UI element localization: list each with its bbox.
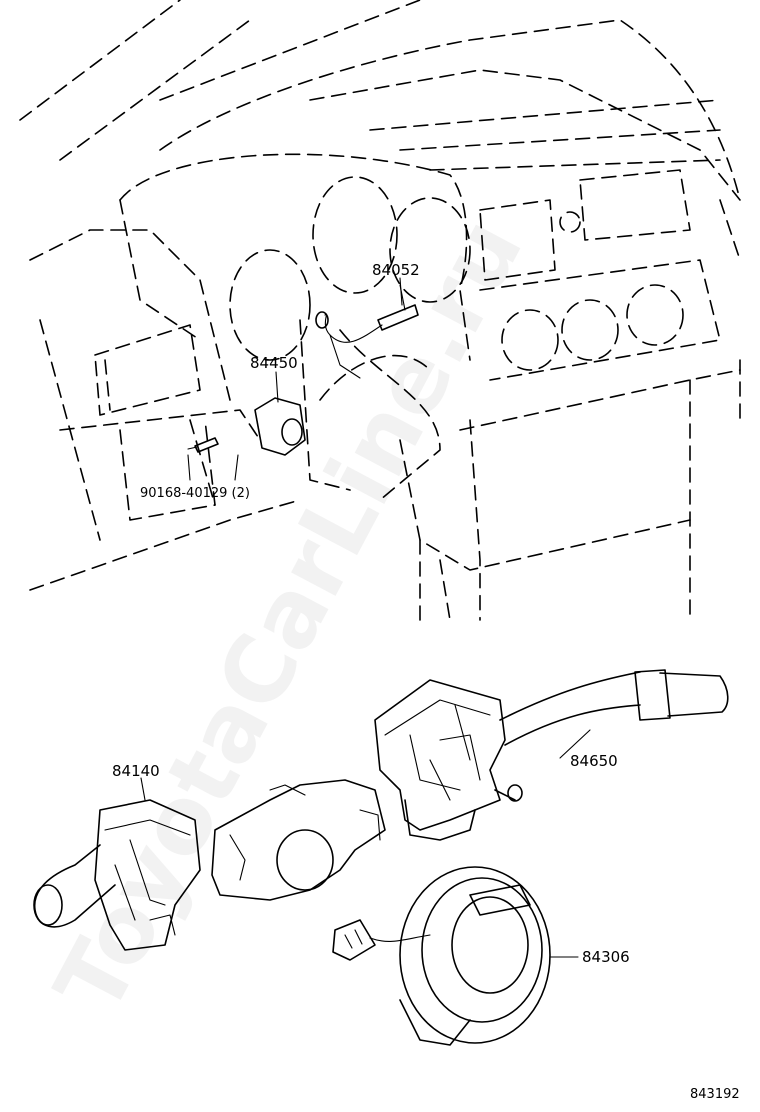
label-84306: 84306 — [582, 948, 630, 966]
label-84052: 84052 — [372, 261, 420, 279]
label-84650: 84650 — [570, 752, 618, 770]
part-90168-screw — [187, 437, 239, 481]
label-84450: 84450 — [250, 354, 298, 372]
leader-lines — [140, 277, 591, 958]
figure-id: 843192 — [690, 1087, 740, 1102]
label-84140: 84140 — [112, 762, 160, 780]
part-combination-switch-plate — [211, 779, 386, 901]
part-84450 — [254, 371, 306, 456]
dashboard-outline — [19, 0, 741, 621]
part-84052-sensor — [315, 284, 419, 379]
part-84140-headlamp-switch — [33, 799, 201, 951]
label-90168-40129: 90168-40129 (2) — [140, 486, 250, 501]
part-84306-spiral-cable — [332, 866, 551, 1046]
part-84650-wiper-switch — [374, 669, 729, 841]
